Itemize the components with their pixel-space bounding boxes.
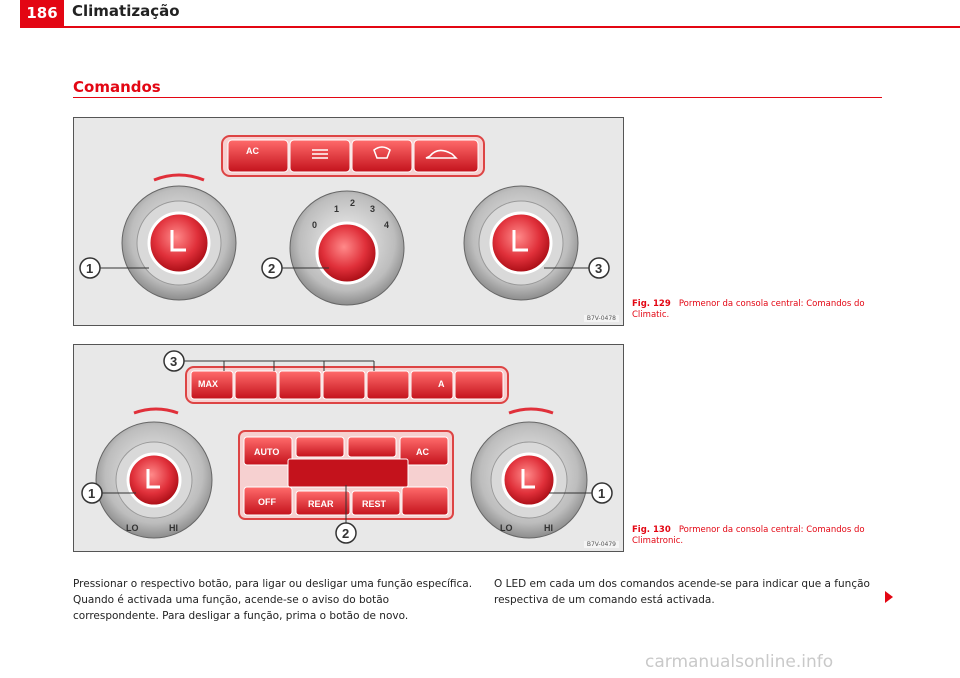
figure-climatic-controls: AC 0 1 2 3 4 xyxy=(73,117,624,326)
section-title: Comandos xyxy=(73,78,161,96)
air-distribution-button-2[interactable] xyxy=(278,370,322,400)
body-paragraph-2: O LED em cada um dos comandos acende-se … xyxy=(494,578,870,606)
seat-ventilation-button[interactable] xyxy=(401,486,449,516)
right-dial-lo: LO xyxy=(500,523,513,533)
callout-3-label: 3 xyxy=(595,261,602,276)
callout-2: 2 xyxy=(261,257,329,279)
next-page-arrow-icon[interactable] xyxy=(885,591,893,603)
recirculation-button[interactable] xyxy=(413,139,479,173)
watermark: carmanualsonline.info xyxy=(645,652,834,672)
display-window xyxy=(287,458,409,488)
air-distribution-button-4[interactable] xyxy=(366,370,410,400)
callout-1-left-label: 1 xyxy=(88,486,95,501)
figure-caption-130: Fig. 130 Pormenor da consola central: Co… xyxy=(632,525,892,547)
caption-text: Pormenor da consola central: Comandos do… xyxy=(632,525,865,546)
right-dial-hi: HI xyxy=(544,523,553,533)
seat-heating-icon xyxy=(512,230,528,252)
callout-1: 1 xyxy=(79,257,149,279)
rest-button[interactable]: REST xyxy=(351,490,401,516)
callout-1-right-label: 1 xyxy=(598,486,605,501)
max-defrost-button[interactable]: MAX xyxy=(190,370,234,400)
seat-heating-icon xyxy=(146,469,160,489)
temp-arc-right xyxy=(508,407,554,415)
seat-heating-icon xyxy=(521,469,535,489)
caption-label: Fig. 130 xyxy=(632,525,671,535)
auto-button[interactable]: AUTO xyxy=(243,436,293,466)
figure-caption-129: Fig. 129 Pormenor da consola central: Co… xyxy=(632,299,892,321)
ac-button[interactable]: AC xyxy=(227,139,289,173)
ac-button-2[interactable]: AC xyxy=(399,436,449,466)
header-rule xyxy=(20,26,960,28)
caption-text: Pormenor da consola central: Comandos do… xyxy=(632,299,865,320)
body-paragraph-1: Pressionar o respectivo botão, para liga… xyxy=(73,578,473,622)
fan-scale-2: 2 xyxy=(350,198,355,208)
callout-1-label: 1 xyxy=(86,261,93,276)
callout-2-label: 2 xyxy=(342,526,349,541)
air-distribution-button-3[interactable] xyxy=(322,370,366,400)
page-header-title: Climatização xyxy=(72,2,180,20)
page-number: 186 xyxy=(20,0,64,26)
right-air-distribution-knob[interactable] xyxy=(463,185,579,301)
right-temp-knob[interactable]: LO HI xyxy=(470,421,588,539)
seat-heating-icon xyxy=(170,230,186,252)
figure-code: B7V-0479 xyxy=(583,541,619,548)
left-dial-hi: HI xyxy=(169,523,178,533)
ac-button-2-label: AC xyxy=(416,447,429,457)
left-seat-heat-knob[interactable] xyxy=(121,185,237,301)
fan-scale-1: 1 xyxy=(334,204,339,214)
rear-defrost-button[interactable] xyxy=(289,139,351,173)
section-rule xyxy=(73,97,882,98)
air-distribution-button-1[interactable] xyxy=(234,370,278,400)
auto-recirculation-button[interactable]: A xyxy=(410,370,454,400)
figure-climatronic-controls: MAX A AUTO AC OFF REAR xyxy=(73,344,624,552)
rear-button[interactable]: REAR xyxy=(295,490,351,516)
left-temp-knob[interactable]: LO HI xyxy=(95,421,213,539)
callout-3-label: 3 xyxy=(170,354,177,369)
callout-3: 3 xyxy=(544,257,610,279)
off-button[interactable]: OFF xyxy=(243,486,293,516)
figure-code: B7V-0478 xyxy=(583,315,619,322)
fan-speed-knob[interactable]: 0 1 2 3 4 xyxy=(289,190,405,306)
callout-2-bottom: 2 xyxy=(335,485,357,544)
rear-defrost-button[interactable] xyxy=(454,370,504,400)
front-defrost-icon xyxy=(373,146,391,159)
auto-recirc-label: A xyxy=(438,379,445,389)
left-dial-lo: LO xyxy=(126,523,139,533)
off-button-label: OFF xyxy=(258,497,276,507)
fan-scale-4: 4 xyxy=(384,220,389,230)
front-defrost-button[interactable] xyxy=(351,139,413,173)
caption-label: Fig. 129 xyxy=(632,299,671,309)
rear-window-button[interactable] xyxy=(347,436,397,458)
rear-button-label: REAR xyxy=(308,499,334,509)
callout-1-left: 1 xyxy=(81,482,136,504)
rest-button-label: REST xyxy=(362,499,387,509)
callout-3-top: 3 xyxy=(163,350,375,372)
callout-2-label: 2 xyxy=(268,261,275,276)
fan-scale-3: 3 xyxy=(370,204,375,214)
temp-arc-left xyxy=(133,407,179,415)
auto-button-label: AUTO xyxy=(254,447,279,457)
ac-button-label: AC xyxy=(246,146,259,156)
front-defrost-button[interactable] xyxy=(295,436,345,458)
recirculation-icon xyxy=(425,149,458,159)
rear-defrost-icon xyxy=(312,149,328,159)
temp-arc-left xyxy=(153,173,205,182)
callout-1-right: 1 xyxy=(549,482,613,504)
max-button-label: MAX xyxy=(198,379,218,389)
fan-scale-0: 0 xyxy=(312,220,317,230)
